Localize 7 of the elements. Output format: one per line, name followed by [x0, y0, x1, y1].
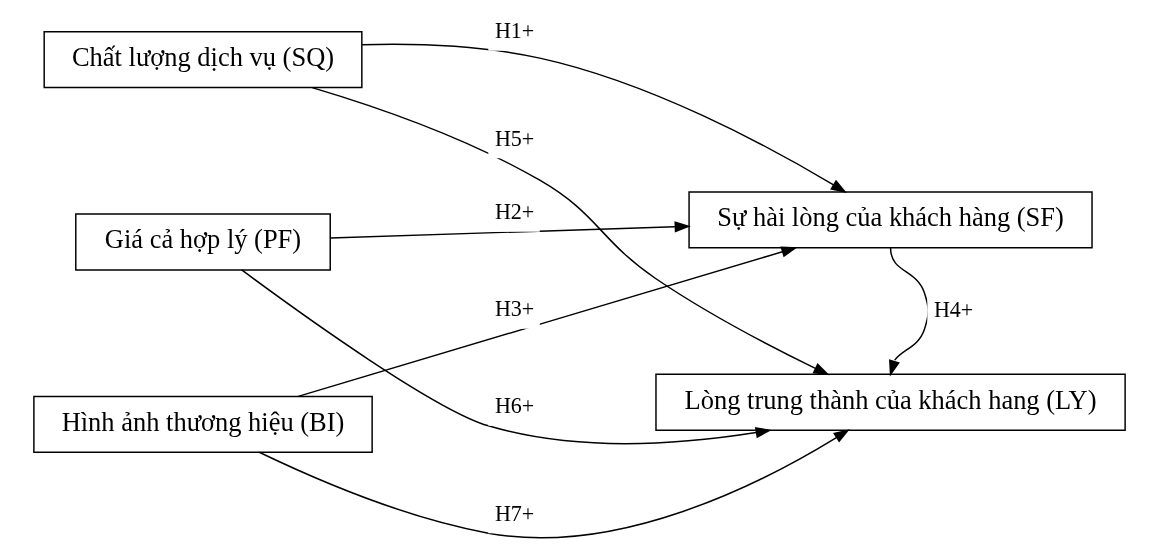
- edge-label: H2+: [494, 199, 535, 225]
- edge-label: H7+: [494, 500, 535, 526]
- edge-label: H6+: [494, 393, 535, 419]
- edge-label: H5+: [494, 125, 535, 151]
- edge-label: H4+: [933, 296, 974, 322]
- edge-label: H1+: [494, 18, 535, 44]
- edge-label: H3+: [494, 296, 535, 322]
